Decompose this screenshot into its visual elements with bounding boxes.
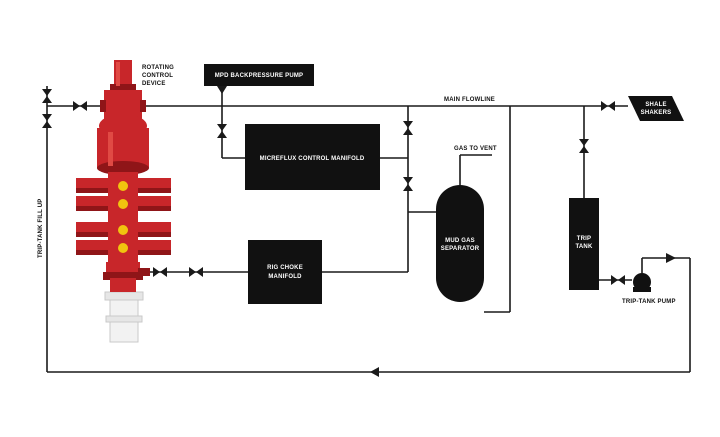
mud-gas-separator-label-line2: SEPARATOR bbox=[441, 246, 480, 252]
trip-tank-label-line1: TRIP bbox=[577, 236, 591, 242]
shale-shakers-label-line1: SHALE bbox=[645, 102, 666, 108]
mpd-backpressure-pump-label: MPD BACKPRESSURE PUMP bbox=[215, 73, 304, 79]
mud-gas-separator bbox=[436, 185, 484, 302]
valve-icon bbox=[403, 121, 413, 135]
trip-tank-pump-label: TRIP-TANK PUMP bbox=[622, 299, 676, 305]
bop-stack-icon bbox=[76, 60, 171, 343]
trip-tank-fill-up-label: TRIP-TANK FILL UP bbox=[38, 198, 44, 258]
mpd-backpressure-pump bbox=[204, 64, 314, 86]
mud-gas-separator-label-line1: MUD GAS bbox=[445, 238, 475, 244]
gas-to-vent-label: GAS TO VENT bbox=[454, 146, 497, 152]
valve-icon bbox=[217, 124, 227, 138]
main-flowline-label: MAIN FLOWLINE bbox=[444, 97, 495, 103]
rig-choke-manifold-label-line1: RIG CHOKE bbox=[267, 265, 303, 271]
rotating-control-device-label-line2: CONTROL bbox=[142, 73, 173, 79]
trip-tank bbox=[569, 198, 599, 290]
rig-choke-manifold bbox=[248, 240, 322, 304]
trip-tank-label-line2: TANK bbox=[575, 244, 592, 250]
return-flow-arrow-icon bbox=[370, 367, 379, 377]
valve-icon bbox=[601, 101, 615, 111]
micreflux-control-manifold bbox=[245, 124, 380, 190]
valve-icon bbox=[42, 89, 52, 103]
rig-choke-manifold-label-line2: MANIFOLD bbox=[268, 274, 302, 280]
valve-icon bbox=[403, 177, 413, 191]
valve-icon bbox=[611, 275, 625, 285]
rotating-control-device-label-line1: ROTATING bbox=[142, 65, 174, 71]
pump-icon bbox=[633, 257, 670, 292]
shale-shakers bbox=[628, 96, 684, 121]
valve-icon bbox=[579, 139, 589, 153]
valves bbox=[42, 89, 625, 285]
valve-icon bbox=[189, 267, 203, 277]
pump-nozzle-icon bbox=[217, 86, 227, 94]
valve-icon bbox=[73, 101, 87, 111]
micreflux-control-manifold-label: MICREFLUX CONTROL MANIFOLD bbox=[260, 156, 365, 162]
pump-discharge-arrow-icon bbox=[666, 253, 676, 263]
rotating-control-device-label-line3: DEVICE bbox=[142, 81, 166, 87]
shale-shakers-label-line2: SHAKERS bbox=[641, 110, 672, 116]
valve-icon bbox=[42, 114, 52, 128]
valve-icon bbox=[153, 267, 167, 277]
